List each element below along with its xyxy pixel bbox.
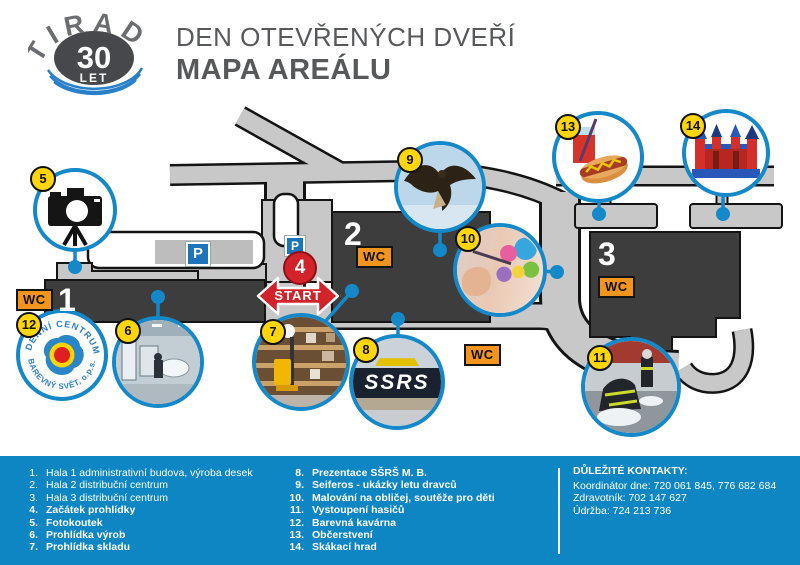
badge-7: 7 xyxy=(260,319,286,345)
building-3 xyxy=(589,231,741,352)
legend-item: 14.Skákací hrad xyxy=(289,541,377,554)
legend-item: 9.Seiferos - ukázky letu dravců xyxy=(295,479,457,492)
strip-right xyxy=(689,203,783,229)
contacts-block: DŮLEŽITÉ KONTAKTY: Koordinátor dne: 720 … xyxy=(573,465,776,517)
legend-item: 11.Vystoupení hasičů xyxy=(289,504,405,517)
ssrs-logo-text: SSRS xyxy=(364,370,430,394)
contact-line-medic: Zdravotník: 702 147 627 xyxy=(573,492,687,505)
connector-dots xyxy=(68,207,730,326)
logo-years: 30 xyxy=(77,40,111,75)
legend-column-2: 8.Prezentace SŠRŠ M. B. 9.Seiferos - uká… xyxy=(282,467,495,554)
legend-item: 4.Začátek prohlídky xyxy=(29,504,136,517)
denni-centrum-logo: DENNÍ CENTRUM BAREVNÝ SVĚT, o.p.s. xyxy=(21,314,103,396)
badge-5: 5 xyxy=(30,166,56,192)
badge-10: 10 xyxy=(455,226,481,252)
legend-item: 7.Prohlídka skladu xyxy=(29,541,131,554)
spot-12-barevna-kavarna: DENNÍ CENTRUM BAREVNÝ SVĚT, o.p.s. xyxy=(16,309,108,401)
start-point-marker: 4 xyxy=(283,251,317,285)
legend-item: 8.Prezentace SŠRŠ M. B. xyxy=(295,467,427,479)
refreshments-icon xyxy=(573,118,628,184)
page-title-line1: DEN OTEVŘENÝCH DVEŘÍ xyxy=(176,22,516,52)
badge-13: 13 xyxy=(555,114,581,140)
contacts-title: DŮLEŽITÉ KONTAKTY: xyxy=(573,465,688,477)
company-logo: TIRAD 30 LET xyxy=(28,7,148,96)
face-paint-colors xyxy=(494,235,540,295)
legend-item: 10.Malování na obličej, soutěže pro děti xyxy=(289,491,495,504)
wc-label-hall3: WC xyxy=(598,276,635,298)
strip-left xyxy=(574,203,658,229)
legend-divider xyxy=(558,468,560,554)
legend-item: 2.Hala 2 distribuční centrum xyxy=(29,479,168,492)
camera-icon xyxy=(48,188,102,247)
badge-6: 6 xyxy=(115,318,141,344)
painter-hand xyxy=(462,266,492,296)
spot-6-prohlidka-vyrob xyxy=(112,316,204,408)
legend-item: 12.Barevná kavárna xyxy=(289,516,397,529)
building2-number: 2 xyxy=(344,216,362,252)
legend-item: 6.Prohlídka výrob xyxy=(29,529,126,542)
badge-9: 9 xyxy=(397,147,423,173)
legend-column-1: 1.Hala 1 administrativní budova, výroba … xyxy=(16,467,253,554)
badge-12: 12 xyxy=(16,312,42,338)
start-arrow-label: START xyxy=(274,288,322,303)
start-arrow xyxy=(256,276,340,316)
firefighters-photo xyxy=(585,341,677,433)
spot-7-prohlidka-skladu xyxy=(252,313,350,411)
contact-line-maintenance: Údržba: 724 213 736 xyxy=(573,504,672,517)
logo-years-label: LET xyxy=(80,71,109,85)
wc-label-hall2: WC xyxy=(356,246,393,268)
parking-sign-lot: P xyxy=(186,242,210,266)
wc-label-outdoor: WC xyxy=(464,344,501,366)
legend-item: 13.Občerstvení xyxy=(289,529,373,542)
badge-11: 11 xyxy=(587,345,613,371)
badge-8: 8 xyxy=(353,337,379,363)
page-title-line2: MAPA AREÁLU xyxy=(176,54,392,86)
eagle-photo xyxy=(398,145,482,229)
legend-item: 5.Fotokoutek xyxy=(29,516,103,529)
badge-14: 14 xyxy=(680,113,706,139)
wc-label-hall1: WC xyxy=(16,289,53,311)
legend-item: 3.Hala 3 distribuční centrum xyxy=(29,491,168,504)
spot-11-vystoupeni-hasicu xyxy=(581,337,681,437)
building1-number: 1 xyxy=(58,282,76,318)
ssrs-logo-trapezoid xyxy=(375,358,419,367)
legend-item: 1.Hala 1 administrativní budova, výroba … xyxy=(29,467,253,479)
building3-number: 3 xyxy=(598,236,616,272)
contact-line-coordinator: Koordinátor dne: 720 061 845, 776 682 68… xyxy=(573,480,777,493)
legend-bar: 1.Hala 1 administrativní budova, výroba … xyxy=(0,456,800,565)
